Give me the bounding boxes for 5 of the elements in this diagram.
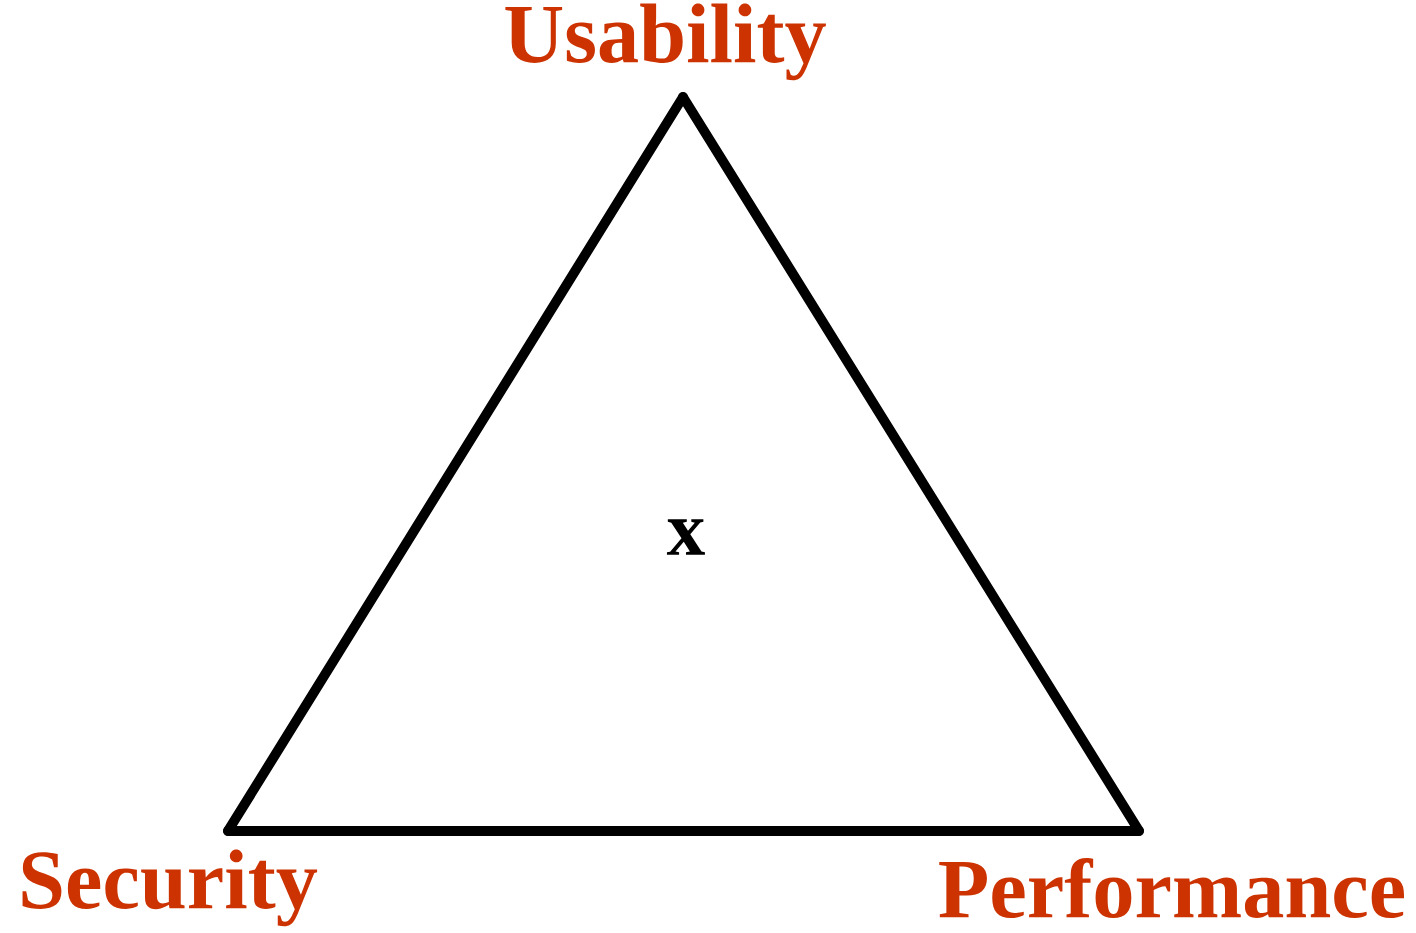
point-marker: x: [666, 519, 705, 555]
vertex-label: Performance: [939, 857, 1404, 919]
vertex-label: Security: [22, 849, 318, 927]
vertex-label: Usability: [505, 3, 826, 81]
triangle-side: [678, 92, 1144, 836]
